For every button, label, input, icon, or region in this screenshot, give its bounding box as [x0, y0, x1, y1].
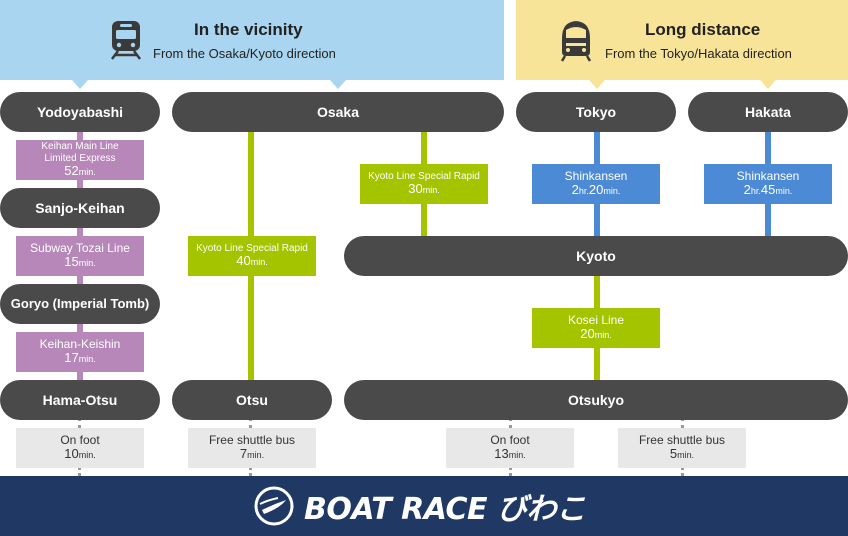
segment-kosei-line: Kosei Line 20min.	[532, 308, 660, 348]
brand-text: BOAT RACE びわこ	[304, 492, 586, 527]
vicinity-pointer-left	[72, 80, 88, 89]
segment-shuttle-bus-otsukyo: Free shuttle bus 5min.	[618, 428, 746, 468]
station-tokyo: Tokyo	[516, 92, 676, 132]
station-osaka: Osaka	[172, 92, 504, 132]
segment-mode: Free shuttle bus	[208, 432, 296, 447]
boat-race-logo-icon	[254, 486, 294, 526]
segment-kyoto-line-rapid-osaka: Kyoto Line Special Rapid 40min.	[188, 236, 316, 276]
segment-mode: On foot	[60, 432, 100, 447]
segment-line-name: Shinkansen	[736, 168, 800, 183]
segment-time: 20min.	[580, 326, 612, 342]
vicinity-subtitle: From the Osaka/Kyoto direction	[153, 46, 336, 61]
segment-shuttle-bus-otsu: Free shuttle bus 7min.	[188, 428, 316, 468]
segment-on-foot-otsukyo: On foot 13min.	[446, 428, 574, 468]
station-kyoto: Kyoto	[344, 236, 848, 276]
segment-time: 40min.	[236, 253, 268, 269]
brand-logo: BOAT RACE びわこ	[254, 486, 586, 527]
segment-line-name: Kosei Line	[567, 312, 625, 327]
long-distance-subtitle: From the Tokyo/Hakata direction	[605, 46, 792, 61]
long-distance-title: Long distance	[645, 20, 761, 39]
segment-kyoto-line-rapid-kyoto: Kyoto Line Special Rapid 30min.	[360, 164, 488, 204]
segment-line-type: Limited Express	[44, 152, 116, 164]
segment-line-name: Kyoto Line Special Rapid	[196, 242, 308, 254]
segment-time: 52min.	[64, 163, 96, 179]
segment-time: 15min.	[64, 254, 96, 270]
segment-shinkansen-tokyo: Shinkansen 2hr.20min.	[532, 164, 660, 204]
segment-shinkansen-hakata: Shinkansen 2hr.45min.	[704, 164, 832, 204]
segment-mode: On foot	[490, 432, 530, 447]
segment-mode: Free shuttle bus	[638, 432, 726, 447]
station-otsu: Otsu	[172, 380, 332, 420]
vicinity-pointer-right	[330, 80, 346, 89]
shinkansen-icon	[556, 18, 596, 62]
vicinity-header-panel	[0, 0, 504, 80]
segment-time: 5min.	[669, 446, 695, 462]
station-hama-otsu: Hama-Otsu	[0, 380, 160, 420]
segment-line-name: Keihan Main Line	[41, 141, 119, 153]
segment-time: 13min.	[494, 446, 526, 462]
station-hakata: Hakata	[688, 92, 848, 132]
segment-line-name: Subway Tozai Line	[30, 240, 130, 255]
segment-on-foot-hama-otsu: On foot 10min.	[16, 428, 144, 468]
vicinity-title: In the vicinity	[194, 20, 303, 39]
segment-subway-tozai-line: Subway Tozai Line 15min.	[16, 236, 144, 276]
segment-line-name: Kyoto Line Special Rapid	[368, 170, 480, 182]
station-yodoyabashi: Yodoyabashi	[0, 92, 160, 132]
segment-time: 2hr.20min.	[571, 182, 621, 198]
segment-time: 2hr.45min.	[743, 182, 793, 198]
station-otsukyo: Otsukyo	[344, 380, 848, 420]
station-goryo: Goryo (Imperial Tomb)	[0, 284, 160, 324]
segment-keihan-keishin: Keihan-Keishin 17min.	[16, 332, 144, 372]
segment-time: 30min.	[408, 181, 440, 197]
footer-bar	[0, 476, 848, 536]
long-distance-pointer-left	[589, 80, 605, 89]
segment-keihan-main-line: Keihan Main Line Limited Express 52min.	[16, 140, 144, 180]
segment-line-name: Keihan-Keishin	[39, 336, 121, 351]
segment-time: 10min.	[64, 446, 96, 462]
train-icon	[108, 20, 144, 60]
segment-line-name: Shinkansen	[564, 168, 628, 183]
long-distance-pointer-right	[760, 80, 776, 89]
segment-time: 7min.	[239, 446, 265, 462]
station-sanjo-keihan: Sanjo-Keihan	[0, 188, 160, 228]
segment-time: 17min.	[64, 350, 96, 366]
